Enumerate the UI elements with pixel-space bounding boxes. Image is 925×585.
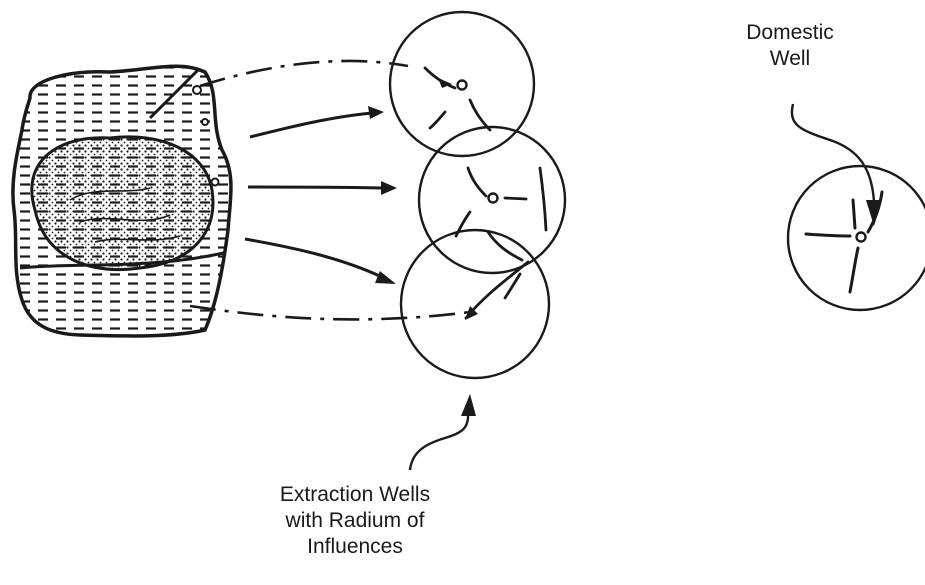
contaminant-plume — [13, 62, 231, 336]
extraction-well-2-icon — [489, 194, 498, 203]
flow-arrows — [245, 113, 385, 278]
domestic-well-label-line-2: Well — [700, 46, 880, 72]
extraction-wells — [390, 12, 565, 378]
extraction-wells-label-line-3: Influences — [235, 534, 475, 560]
domestic-well-label-line-1: Domestic — [700, 20, 880, 46]
extraction-wells-callout — [410, 394, 476, 470]
domestic-well-label: Domestic Well — [700, 20, 880, 72]
domestic-well-callout — [792, 104, 882, 226]
extraction-wells-label-line-1: Extraction Wells — [235, 482, 475, 508]
extraction-wells-label: Extraction Wells with Radium of Influenc… — [235, 482, 475, 560]
extraction-well-3-radius — [401, 230, 549, 378]
well-inflow-marks — [425, 68, 546, 318]
plume-core — [32, 137, 213, 270]
domestic-well-icon — [857, 233, 866, 242]
extraction-well-1-icon — [458, 81, 467, 90]
domestic-well — [788, 166, 925, 310]
extraction-wells-label-line-2: with Radium of — [235, 508, 475, 534]
flow-arrowheads — [368, 106, 397, 284]
